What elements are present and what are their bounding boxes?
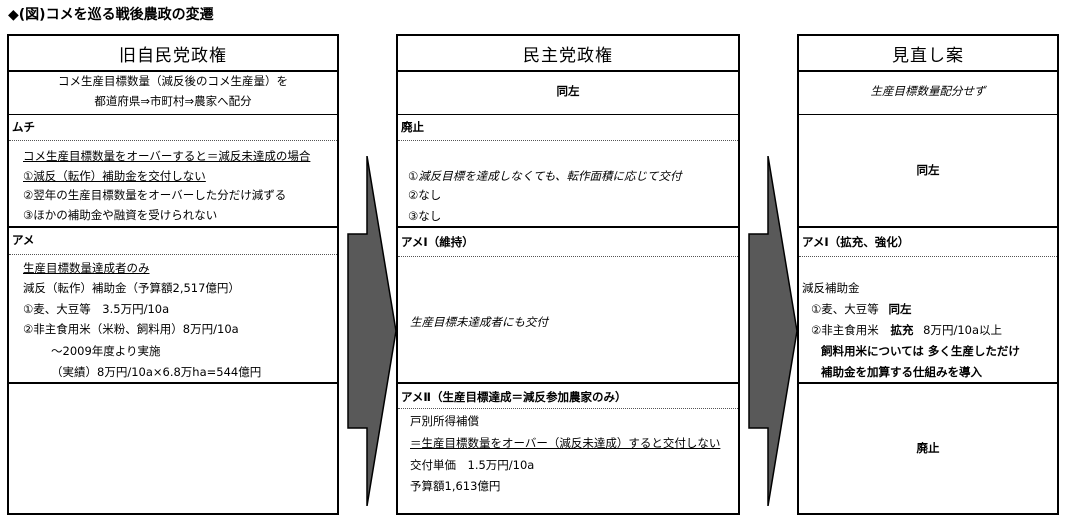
ame1-label: アメⅠ（維持） (401, 235, 474, 249)
muchi-label: 廃止 (401, 120, 424, 134)
allocation-line-1: コメ生産目標数量（減反後のコメ生産量）を (58, 74, 288, 88)
ame1-label: アメⅠ（拡充、強化） (802, 235, 910, 249)
column-header-old-ldp: 旧自民党政権 (9, 36, 337, 72)
dotted-divider (799, 256, 1057, 257)
ame1-line-4: 補助金を加算する仕組みを導入 (821, 365, 982, 379)
divider (398, 226, 738, 228)
ame1-line-1: ①麦、大豆等 同左 (811, 302, 911, 316)
ame-label: アメ (12, 233, 35, 247)
divider (9, 226, 337, 228)
divider (398, 382, 738, 384)
muchi-line-2: ①減反（転作）補助金を交付しない (23, 169, 206, 183)
ame1-line-3: 飼料用米については 多く生産しただけ (821, 344, 1020, 358)
ame2-line-4: 予算額1,613億円 (410, 479, 501, 493)
muchi-line-4: ③ほかの補助金や融資を受けられない (23, 208, 218, 222)
ame2-line-3: 交付単価 1.5万円/10a (410, 458, 535, 472)
ame-line-1: 生産目標数量達成者のみ (23, 261, 150, 275)
figure-title: ◆(図)コメを巡る戦後農政の変遷 (8, 7, 214, 23)
column-header-review: 見直し案 (799, 36, 1057, 72)
ame1-text: 生産目標未達成者にも交付 (410, 315, 548, 329)
muchi-line-1: コメ生産目標数量をオーバーすると＝減反未達成の場合 (23, 149, 311, 163)
ame-line-6: （実績）8万円/10a×6.8万ha=544億円 (51, 365, 262, 379)
allocation-line-2: 都道府県⇒市町村⇒農家へ配分 (94, 94, 252, 108)
column-dpj: 民主党政権 同左 廃止 ①減反目標を達成しなくても、転作面積に応じて交付 ②なし… (396, 34, 740, 515)
column-old-ldp: 旧自民党政権 コメ生産目標数量（減反後のコメ生産量）を 都道府県⇒市町村⇒農家へ… (7, 34, 339, 515)
allocation-none: 生産目標数量配分せず (870, 84, 986, 98)
divider (9, 114, 337, 115)
divider (398, 114, 738, 115)
muchi-line-3: ③なし (408, 209, 442, 223)
ame-line-5: ～2009年度より実施 (51, 344, 161, 358)
allocation-same: 同左 (556, 84, 580, 98)
ame2-label: アメⅡ（生産目標達成＝減反参加農家のみ） (401, 390, 627, 404)
divider (9, 382, 337, 384)
ame-line-4: ②非主食用米（米粉、飼料用）8万円/10a (23, 322, 239, 336)
ame2-line-1: 戸別所得補償 (410, 414, 479, 428)
dotted-divider (398, 256, 738, 257)
ame1-line-2-status: 拡充 (890, 323, 914, 337)
column-review: 見直し案 生産目標数量配分せず 同左 アメⅠ（拡充、強化） 減反補助金 ①麦、大… (797, 34, 1059, 515)
muchi-line-3: ②翌年の生産目標数量をオーバーした分だけ減ずる (23, 188, 287, 202)
muchi-line-2: ②なし (408, 188, 442, 202)
divider (799, 382, 1057, 384)
column-header-dpj: 民主党政権 (398, 36, 738, 72)
muchi-line-1: ①減反目標を達成しなくても、転作面積に応じて交付 (408, 169, 682, 183)
muchi-same: 同左 (916, 163, 940, 177)
divider (799, 226, 1057, 228)
ame-line-3: ①麦、大豆等 3.5万円/10a (23, 302, 170, 316)
dotted-divider (9, 254, 337, 255)
dotted-divider (398, 408, 738, 409)
ame1-line-1-item: ①麦、大豆等 (811, 302, 879, 316)
dotted-divider (9, 140, 337, 141)
dotted-divider (398, 140, 738, 141)
muchi-label: ムチ (12, 120, 35, 134)
divider (799, 114, 1057, 115)
ame-line-2: 減反（転作）補助金（予算額2,517億円） (23, 281, 240, 295)
ame1-line-2-amount: 8万円/10a以上 (923, 323, 1002, 337)
arrow-right-1 (347, 156, 397, 506)
arrow-right-2 (748, 156, 798, 506)
ame2-line-2: ＝生産目標数量をオーバー（減反未達成）すると交付しない (410, 436, 721, 450)
ame2-abolished: 廃止 (916, 441, 940, 455)
ame1-line-1-status: 同左 (888, 302, 912, 316)
ame1-line-2: ②非主食用米 拡充 8万円/10a以上 (811, 323, 1002, 337)
ame1-line-2-item: ②非主食用米 (811, 323, 879, 337)
ame1-title: 減反補助金 (802, 281, 860, 295)
